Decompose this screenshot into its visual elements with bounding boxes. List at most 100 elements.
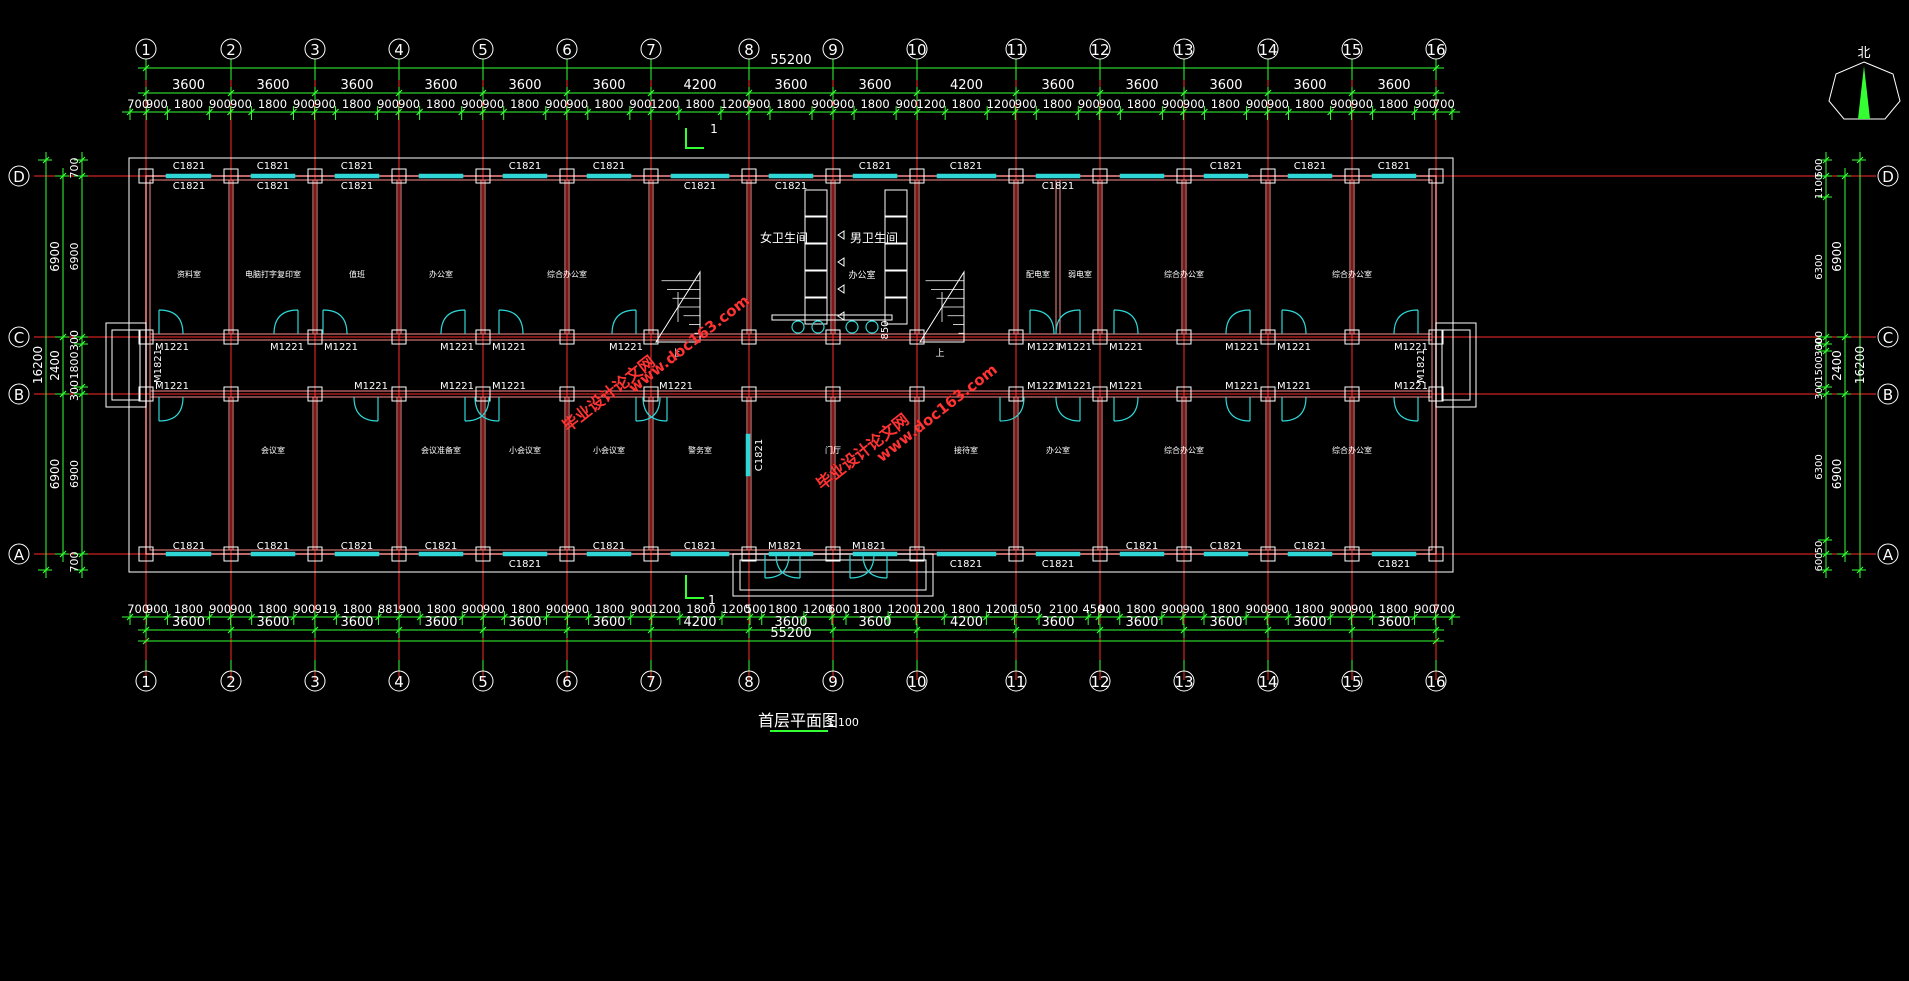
axis-bubble: [304, 38, 326, 60]
dim-text: 900: [462, 602, 484, 616]
structural-column: [223, 329, 239, 345]
structural-column: [1260, 168, 1276, 184]
dim-text: 2100: [1049, 602, 1078, 616]
axis-bubble: [8, 383, 30, 405]
stair-up-label-1: 上: [671, 348, 680, 359]
dim-text: 900: [748, 97, 770, 111]
dim-text: 1800: [258, 97, 287, 111]
room-label-south: 接待室: [954, 445, 978, 455]
axis-bubble: [1877, 383, 1899, 405]
axis-label-B: B: [14, 386, 24, 404]
window-tag: C1821: [1210, 541, 1242, 552]
door-swing: [764, 553, 790, 579]
door-swing: [1225, 396, 1251, 422]
axis-bubble: [220, 38, 242, 60]
dim-text: 1800: [1379, 97, 1408, 111]
structural-column: [391, 329, 407, 345]
drawing-title: 首层平面图: [758, 711, 838, 730]
window-strip: [1371, 551, 1417, 557]
structural-column: [1344, 386, 1360, 402]
door-tag: M1221: [1027, 342, 1061, 353]
axis-label-2: 2: [226, 41, 236, 59]
dim-text: 1800: [1295, 602, 1324, 616]
dim-text: 900: [483, 602, 505, 616]
dim-text: 1200: [916, 602, 945, 616]
window-tag: C1821: [859, 161, 891, 172]
dim-text-v: 300: [68, 380, 81, 401]
structural-column: [391, 168, 407, 184]
dim-text-v: 600: [1814, 552, 1825, 571]
door-tag: M1221: [155, 381, 189, 392]
axis-bubble: [388, 38, 410, 60]
dim-text: 900: [546, 602, 568, 616]
axis-label-14: 14: [1258, 673, 1277, 691]
dim-text: 900: [1330, 602, 1352, 616]
section-mark-top-label: 1: [710, 122, 718, 136]
axis-bubble: [388, 670, 410, 692]
window-tag: C1821: [257, 541, 289, 552]
dim-text: 3600: [1377, 78, 1410, 93]
dim-text: 3600: [858, 78, 891, 93]
door-tag-west: M1821: [153, 349, 164, 383]
dim-text: 3600: [172, 615, 205, 630]
toilet-stall: [884, 297, 908, 325]
structural-column: [559, 546, 575, 562]
dim-text: 1800: [1211, 97, 1240, 111]
window-strip: [334, 173, 380, 179]
door-tag: M1221: [609, 342, 643, 353]
axis-bubble: [1005, 670, 1027, 692]
toilet-stall: [884, 189, 908, 217]
window-strip: [1287, 551, 1333, 557]
dim-text: 3600: [774, 78, 807, 93]
dim-text: 450: [1082, 602, 1104, 616]
structural-column: [391, 386, 407, 402]
toilet-stall: [804, 297, 828, 325]
drawing-scale: 1:100: [827, 716, 859, 729]
toilet-stall: [804, 270, 828, 298]
toilet-fixture: [837, 284, 845, 294]
structural-column: [1344, 329, 1360, 345]
structural-column: [559, 168, 575, 184]
stair-outline: [655, 270, 701, 343]
window-tag: C1821: [1042, 559, 1074, 570]
axis-label-D: D: [1882, 168, 1894, 186]
dim-text: 900: [1267, 602, 1289, 616]
structural-column: [1260, 546, 1276, 562]
dim-text: 1200: [917, 97, 946, 111]
structural-column: [1428, 546, 1444, 562]
door-swing: [1393, 396, 1419, 422]
axis-label-4: 4: [394, 673, 404, 691]
window-strip: [418, 173, 464, 179]
dim-text: 1800: [1295, 97, 1324, 111]
dim-text: 900: [1330, 97, 1352, 111]
wash-basin: [791, 320, 805, 334]
window-tag: C1821: [341, 541, 373, 552]
room-label-north: 资料室: [177, 269, 201, 279]
dim-text: 900: [293, 97, 315, 111]
window-strip: [1035, 551, 1081, 557]
window-strip: [165, 551, 212, 557]
dim-text: 1200: [651, 602, 680, 616]
outer-wall-inner: [149, 179, 1433, 551]
axis-label-2: 2: [226, 673, 236, 691]
window-strip: [1203, 173, 1249, 179]
door-swing: [498, 309, 524, 335]
dim-text: 1800: [343, 602, 372, 616]
dim-text: 1800: [511, 602, 540, 616]
dim-text: 3600: [424, 78, 457, 93]
axis-bubble: [556, 38, 578, 60]
door-tag: M1221: [1394, 342, 1428, 353]
axis-label-1: 1: [141, 41, 151, 59]
dim-total-length: 55200: [770, 626, 811, 641]
axis-bubble: [640, 670, 662, 692]
dim-total-width-right: 16200: [1853, 346, 1867, 384]
structural-column: [1092, 329, 1108, 345]
section-mark-bottom-label: 1: [708, 593, 716, 607]
axis-bubble: [1425, 670, 1447, 692]
dim-text: 1050: [1012, 602, 1041, 616]
axis-label-10: 10: [907, 41, 926, 59]
axis-bubble: [1257, 38, 1279, 60]
room-label-north: 综合办公室: [1164, 269, 1204, 279]
axis-bubble: [640, 38, 662, 60]
